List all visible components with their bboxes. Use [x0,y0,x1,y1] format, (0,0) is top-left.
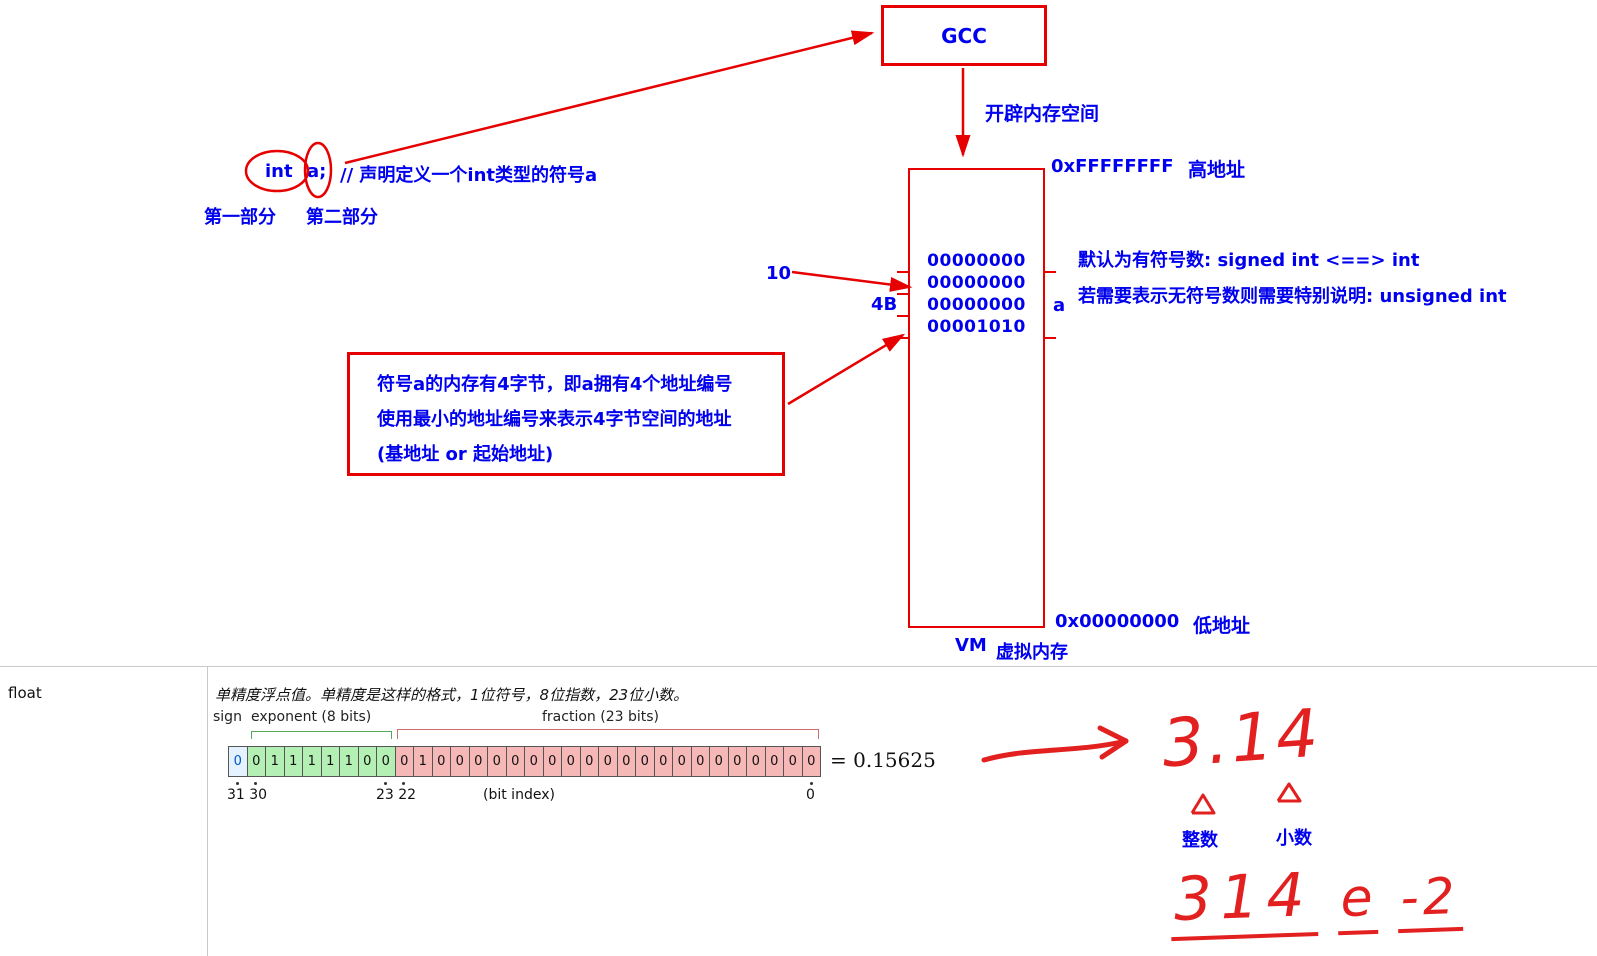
exp-bit: 1 [283,746,303,777]
decl-part1-label: 第一部分 [204,207,276,228]
caret-fraction [1276,782,1302,803]
frac-bit: 0 [487,746,507,777]
hand-arrow [981,738,1129,763]
float-result: = 0.15625 [830,748,936,772]
tick-dot [236,782,239,785]
frac-bit: 0 [746,746,766,777]
tick-dot [402,782,405,785]
sign-bit: 0 [228,746,248,777]
handwritten-scientific-notation: 314 e -2 [1168,855,1464,942]
tick-dot [810,782,813,785]
tick-dot [384,782,387,785]
bit-index-left: 31 30 [227,787,268,803]
memory-byte: 00000000 [927,273,1026,293]
frac-bit: 0 [542,746,562,777]
caret-integer [1190,793,1216,815]
high-address-hex: 0xFFFFFFFF [1051,156,1174,177]
decl-variable: a; [307,161,327,182]
exp-bit: 0 [357,746,377,777]
hand-arrow-head [1097,725,1129,760]
fraction-field-label: fraction (23 bits) [542,709,659,725]
frac-bit: 0 [394,746,414,777]
exp-bit: 1 [339,746,359,777]
arrow-note-to-memory [787,333,906,406]
exp-bit: 1 [320,746,340,777]
frac-bit: 0 [450,746,470,777]
frac-bit: 0 [653,746,673,777]
gcc-box: GCC [881,5,1047,66]
frac-bit: 0 [561,746,581,777]
exponent-bracket [251,731,392,739]
arrow-decl-to-gcc [344,30,875,165]
frac-bit: 0 [635,746,655,777]
arrow-10-to-memory [791,270,913,292]
handwritten-exponent: -2 [1395,866,1464,934]
bit-index-right: 0 [806,787,815,803]
sign-field-label: sign [213,709,242,725]
frac-bit: 0 [709,746,729,777]
low-address-hex: 0x00000000 [1055,611,1180,632]
exp-bit: 1 [265,746,285,777]
fraction-bracket [397,729,819,739]
address-note-line: (基地址 or 起始地址) [377,444,554,465]
integer-part-label: 整数 [1182,830,1218,851]
exp-bit: 0 [376,746,396,777]
memory-byte: 00001010 [927,317,1026,337]
high-address-label: 高地址 [1188,159,1246,181]
table-top-border [0,666,1597,667]
address-note-line: 使用最小的地址编号来表示4字节空间的地址 [377,409,732,430]
handwritten-mantissa: 314 [1168,860,1318,942]
handwritten-e: e [1335,867,1378,936]
handwritten-value: 3.14 [1159,694,1324,783]
frac-bit: 0 [764,746,784,777]
var-a-label: a [1053,295,1066,316]
address-note-line: 符号a的内存有4字节，即a拥有4个地址编号 [377,374,733,395]
decl-keyword: int [265,161,293,182]
low-address-label: 低地址 [1193,615,1251,637]
vm-label: 虚拟内存 [996,642,1068,663]
decl-comment: // 声明定义一个int类型的符号a [340,165,598,186]
bit-index-caption: (bit index) [483,787,555,803]
fraction-part-label: 小数 [1276,828,1312,849]
frac-bit: 0 [783,746,803,777]
frac-bit: 0 [505,746,525,777]
signed-note: 默认为有符号数: signed int <==> int [1078,250,1420,271]
open-memory-label: 开辟内存空间 [985,103,1100,125]
size-4b-label: 4B [871,294,898,315]
exp-bit: 0 [246,746,266,777]
memory-box [908,168,1045,628]
tick-dot [254,782,257,785]
frac-bit: 0 [524,746,544,777]
frac-bit: 0 [727,746,747,777]
decl-part2-label: 第二部分 [306,207,378,228]
frac-bit: 0 [690,746,710,777]
exponent-field-label: exponent (8 bits) [251,709,372,725]
table-column-divider [207,666,208,956]
vm-abbr: VM [955,635,987,656]
memory-byte: 00000000 [927,295,1026,315]
frac-bit: 0 [468,746,488,777]
frac-bit: 0 [801,746,821,777]
unsigned-note: 若需要表示无符号数则需要特别说明: unsigned int [1078,286,1507,307]
float-term: float [8,684,42,702]
value-10-label: 10 [766,263,792,284]
bit-index-mid: 23 22 [376,787,417,803]
frac-bit: 0 [598,746,618,777]
frac-bit: 1 [413,746,433,777]
frac-bit: 0 [579,746,599,777]
frac-bit: 0 [672,746,692,777]
memory-byte: 00000000 [927,251,1026,271]
float-description: 单精度浮点值。单精度是这样的格式，1位符号，8位指数，23位小数。 [215,686,689,704]
gcc-label: GCC [941,23,987,48]
frac-bit: 0 [616,746,636,777]
address-note-box: 符号a的内存有4字节，即a拥有4个地址编号使用最小的地址编号来表示4字节空间的地… [347,352,785,476]
exp-bit: 1 [302,746,322,777]
frac-bit: 0 [431,746,451,777]
